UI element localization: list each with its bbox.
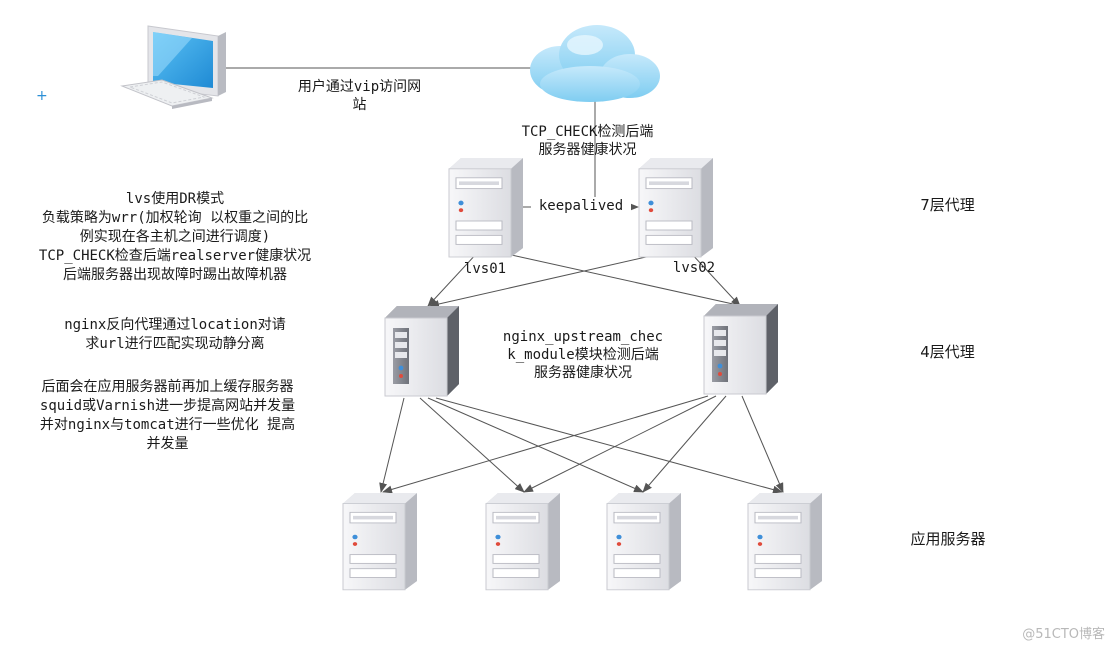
connectors bbox=[214, 67, 784, 494]
nginx1-to-app2 bbox=[419, 397, 525, 493]
app-server-2 bbox=[485, 492, 561, 591]
tcp-check-label: TCP_CHECK检测后端 服务器健康状况 bbox=[521, 124, 654, 158]
lvs-notes: lvs使用DR模式 负载策略为wrr(加权轮询 以权重之间的比 例实现在各主机之… bbox=[38, 191, 312, 283]
tier-layer4-label: 4层代理 bbox=[920, 343, 975, 361]
nginx-notes: nginx反向代理通过location对请 求url进行匹配实现动静分离 bbox=[64, 317, 286, 352]
nginx2-to-app4 bbox=[741, 395, 784, 493]
lvs02-server bbox=[638, 157, 714, 258]
app-server-3 bbox=[606, 492, 682, 591]
cloud-icon bbox=[530, 25, 660, 102]
tier-app-label: 应用服务器 bbox=[910, 530, 986, 548]
lvs02-to-nginx1 bbox=[429, 251, 669, 308]
lvs01-label: lvs01 bbox=[463, 261, 507, 277]
lvs02-label: lvs02 bbox=[672, 260, 716, 276]
tier-layer7-label: 7层代理 bbox=[920, 196, 975, 214]
computer-icon bbox=[120, 25, 226, 109]
app-server-4 bbox=[747, 492, 823, 591]
nginx1-to-app4 bbox=[435, 397, 783, 494]
lvs01-server bbox=[448, 157, 524, 258]
cache-notes: 后面会在应用服务器前再加上缓存服务器 squid或Varnish进一步提高网站并… bbox=[39, 379, 296, 452]
plus-marker: + bbox=[36, 88, 48, 104]
user-access-label: 用户通过vip访问网 站 bbox=[297, 79, 422, 113]
nginx1-server bbox=[384, 305, 460, 397]
lvs01-to-nginx2 bbox=[497, 251, 743, 308]
lvs02-to-nginx2 bbox=[689, 251, 741, 307]
watermark: @51CTO博客 bbox=[1022, 627, 1105, 642]
lvs01-to-nginx1 bbox=[427, 251, 479, 307]
nginx2-to-app2 bbox=[523, 395, 717, 493]
nginx2-server bbox=[703, 303, 779, 395]
nginx1-to-app3 bbox=[427, 397, 644, 493]
nginx2-to-app1 bbox=[382, 395, 709, 494]
nginx2-to-app3 bbox=[642, 395, 727, 493]
nginx1-to-app1 bbox=[379, 397, 405, 493]
app-server-1 bbox=[342, 492, 418, 591]
nginx-check-label: nginx_upstream_chec k_module模块检测后端 服务器健康… bbox=[502, 329, 664, 381]
keepalived-label: keepalived bbox=[531, 197, 631, 215]
